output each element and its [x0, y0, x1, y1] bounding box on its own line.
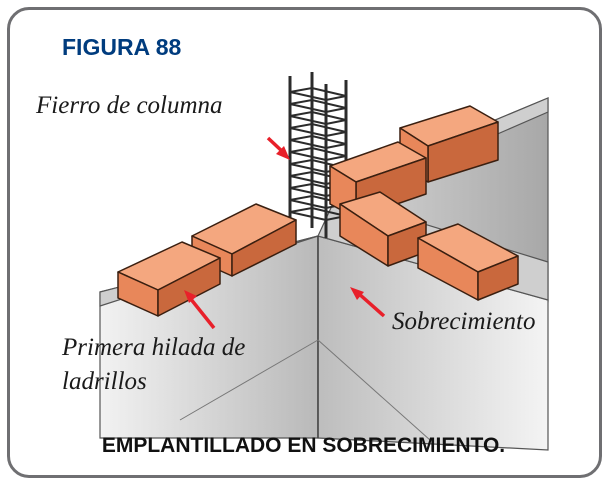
brick-front-right-2	[417, 223, 519, 301]
figure-label: FIGURA 88	[62, 34, 182, 60]
arrow-primera-hilada	[184, 290, 216, 330]
brick-front-left-2	[117, 241, 221, 317]
arrow-sobrecimiento	[350, 287, 386, 318]
figure-caption: EMPLANTILLADO EN SOBRECIMIENTO.	[101, 434, 506, 457]
annotation-arrows	[184, 136, 386, 330]
brick-row	[117, 105, 519, 317]
rebar-column	[288, 72, 348, 238]
arrow-fierro	[266, 136, 290, 160]
brick-front-right-1	[339, 191, 427, 267]
label-sobrecimiento: Sobrecimiento	[392, 308, 536, 335]
label-fierro-de-columna: Fierro de columna	[36, 92, 223, 119]
label-primera-hilada-line2: ladrillos	[62, 368, 147, 395]
label-primera-hilada-line1: Primera hilada de	[62, 334, 246, 361]
